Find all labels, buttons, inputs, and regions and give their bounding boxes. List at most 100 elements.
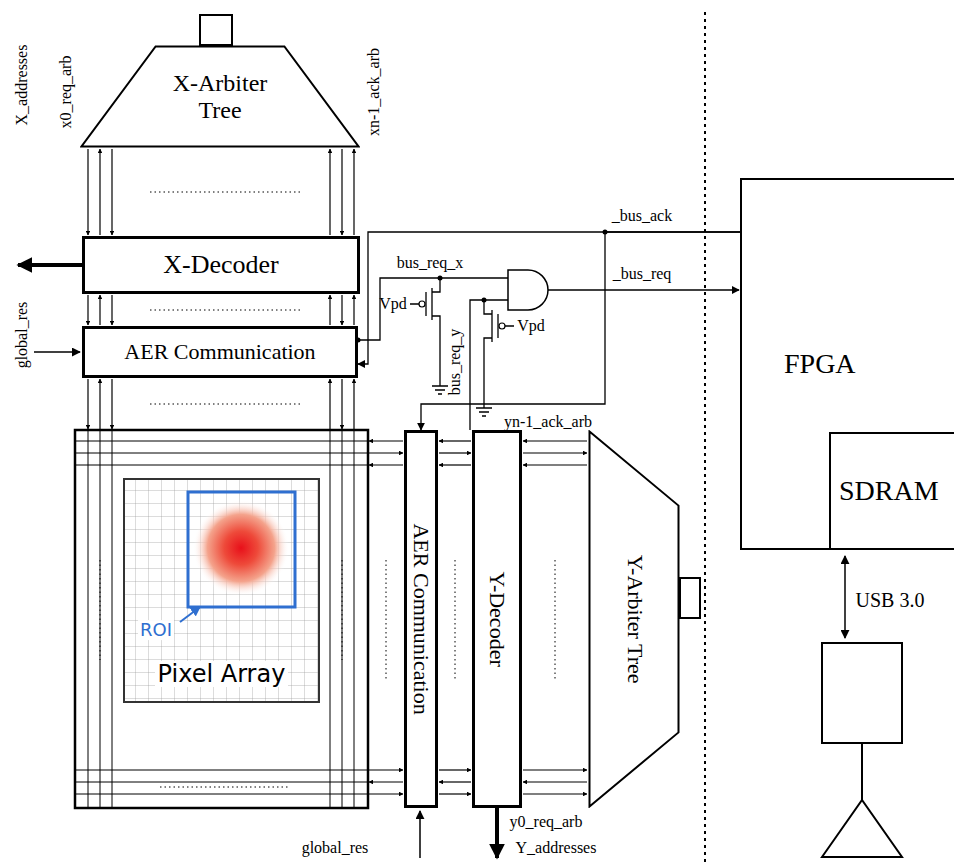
decoder-block: X-Decoder [82, 236, 360, 294]
signal-name: global_res [302, 839, 369, 857]
arbiter-tree: X-Arbiter Tree [80, 45, 360, 148]
junction-dot [438, 276, 443, 281]
bus-line [523, 769, 587, 770]
column-line [342, 430, 343, 808]
column-line [100, 430, 101, 808]
bus-line [439, 464, 471, 465]
roi-box [188, 492, 295, 607]
bus-line [439, 781, 471, 782]
arbiter-root-box [680, 578, 700, 618]
and-gate [508, 270, 548, 310]
address-output-arrow [495, 808, 499, 858]
bus-line [111, 379, 112, 429]
pixel-array-region: Pixel Array [123, 478, 320, 703]
bus-line [523, 793, 587, 794]
aer-block: AER Communication [82, 326, 358, 378]
bus-req-y-wire [470, 300, 510, 430]
memory-block: SDRAM [829, 432, 954, 550]
row-line [75, 441, 368, 442]
row-line [75, 770, 368, 771]
address-output-arrow [18, 263, 82, 267]
signal-name: Y_addresses [516, 839, 597, 857]
aer-block: AER Communication [404, 430, 438, 808]
bus-line [329, 295, 330, 325]
bus-line [87, 295, 88, 325]
block-label: X-Decoder [163, 251, 279, 280]
bus-line [99, 379, 100, 429]
signal-name: global_res [13, 302, 31, 369]
bus-line [99, 295, 100, 325]
bus-line [87, 379, 88, 429]
reset-input-arrow [34, 351, 80, 353]
bus-line [111, 149, 112, 235]
signal-name: _bus_req [613, 265, 672, 283]
row-line [75, 782, 368, 783]
supply-name: Vpd [379, 295, 407, 313]
ellipsis [150, 404, 300, 405]
pixel-grid [123, 478, 320, 703]
light-spot [193, 500, 289, 596]
monitor-screen [822, 643, 902, 743]
ellipsis [555, 560, 556, 680]
signal-name: _bus_ack [612, 207, 672, 225]
ellipsis [150, 192, 300, 193]
ellipsis [100, 560, 101, 660]
signal-name: bus_req_x [397, 254, 464, 272]
bus-line [369, 769, 403, 770]
bus-line [369, 452, 403, 453]
bus-line [329, 379, 330, 429]
signal-name: yn-1_ack_arb [504, 413, 592, 431]
ellipsis [160, 787, 290, 788]
bus-line [87, 149, 88, 235]
pixel-grid-lines [75, 430, 368, 808]
usb-link [844, 556, 846, 638]
bus-line [439, 452, 471, 453]
block-label: Y-Decoder [485, 571, 509, 666]
bus-line [439, 793, 471, 794]
row-line [75, 465, 368, 466]
bus-line [353, 379, 354, 429]
ellipsis [342, 560, 343, 660]
junction-dot [482, 298, 487, 303]
bus-line [99, 149, 100, 235]
block-label: FPGA [784, 349, 856, 380]
bus-line [341, 379, 342, 429]
bus-line [369, 440, 403, 441]
block-label: AER Communication [124, 340, 315, 364]
decoder-block: Y-Decoder [472, 430, 522, 808]
roi-pointer [180, 607, 200, 622]
pmos-transistor [476, 300, 514, 416]
bus-line [369, 793, 403, 794]
row-line [75, 453, 368, 454]
signal-wire [358, 232, 740, 364]
bus-line [523, 781, 587, 782]
block-label: Y-Arbiter Tree [622, 555, 646, 684]
chip-boundary [704, 12, 706, 863]
bus-line [353, 295, 354, 325]
bus-line [353, 149, 354, 235]
bus-line [439, 769, 471, 770]
pixel-array-frame [75, 430, 368, 808]
roi-label: ROI [138, 620, 174, 640]
bus-req-x-wire [358, 278, 510, 340]
arbiter-tree: Y-Arbiter Tree [588, 430, 680, 808]
bus-line [369, 464, 403, 465]
bus-line [523, 452, 587, 453]
block-label: AER Communication [409, 523, 433, 714]
ellipsis [150, 310, 300, 311]
bus-line [523, 464, 587, 465]
bus-line [523, 440, 587, 441]
block-label: SDRAM [839, 476, 939, 507]
block-label: Pixel Array [155, 661, 289, 687]
supply-name: Vpd [517, 317, 545, 335]
column-line [354, 430, 355, 808]
ellipsis [455, 560, 456, 680]
arbiter-root-box [200, 15, 232, 45]
bus-line [341, 149, 342, 235]
signal-name: y0_req_arb [510, 813, 583, 831]
bus-line [329, 149, 330, 235]
block-label: X-Arbiter Tree [160, 70, 280, 123]
signal-name: x0_req_arb [57, 56, 75, 129]
bus-req-wire [548, 289, 739, 290]
